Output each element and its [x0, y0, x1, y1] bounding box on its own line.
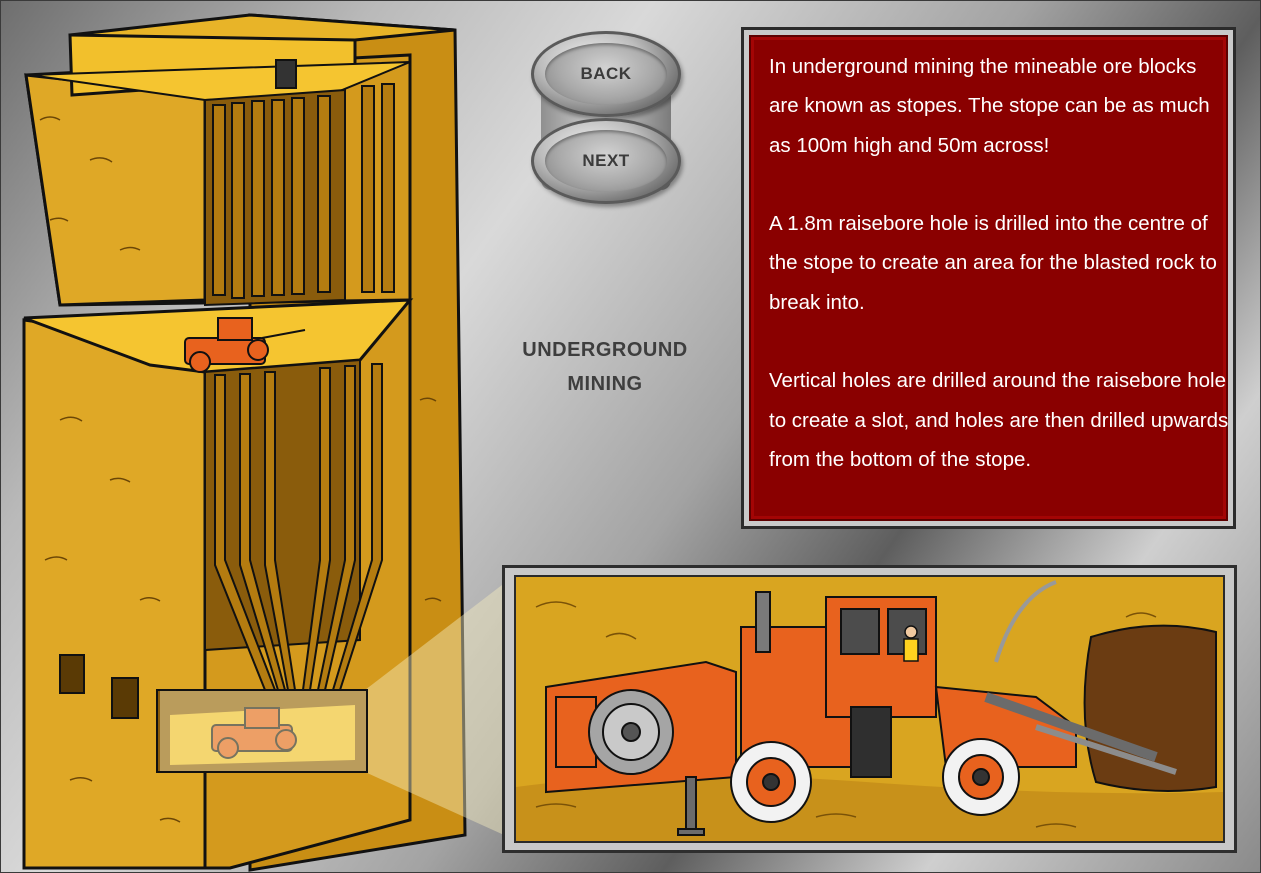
info-text: In underground mining the mineable ore b…	[769, 47, 1229, 479]
next-button[interactable]: NEXT	[531, 118, 681, 204]
info-paragraph-1: In underground mining the mineable ore b…	[769, 55, 1210, 157]
drill-rig-closeup-illustration	[514, 575, 1225, 843]
title-line-2: MINING	[567, 373, 643, 395]
info-paragraph-3: Vertical holes are drilled around the ra…	[769, 369, 1229, 471]
info-panel-bevel	[744, 30, 1233, 526]
info-paragraph-2: A 1.8m raisebore hole is drilled into th…	[769, 212, 1217, 314]
next-button-label: NEXT	[545, 130, 667, 192]
drill-rig-closeup-frame	[502, 565, 1237, 853]
title-line-1: UNDERGROUND	[522, 339, 688, 361]
drill-rig-mini-upper	[184, 317, 306, 373]
info-panel	[741, 27, 1236, 529]
stope-cutaway-illustration	[22, 13, 467, 872]
page-title: UNDERGROUND MINING	[500, 333, 710, 401]
back-button-label: BACK	[545, 43, 667, 105]
back-button[interactable]: BACK	[531, 31, 681, 117]
drill-rig-closeup-drawing	[516, 577, 1223, 841]
info-panel-body	[749, 35, 1228, 521]
drill-rig-mini-lower	[211, 707, 297, 759]
